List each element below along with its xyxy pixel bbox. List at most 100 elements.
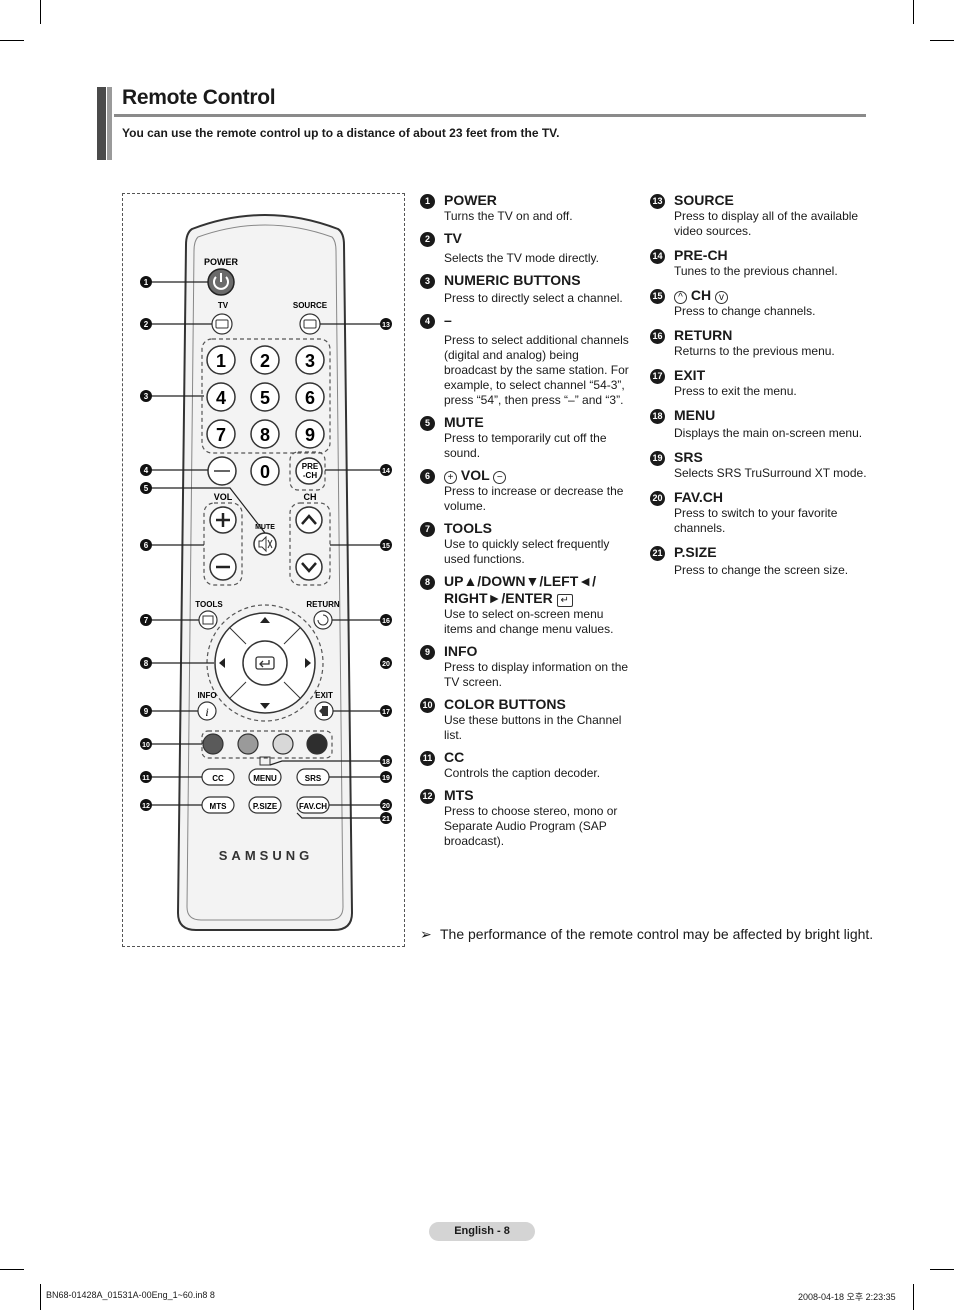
item-title: CC <box>444 749 465 765</box>
mute-button <box>253 532 277 556</box>
key-5: 5 <box>260 388 270 408</box>
item-desc: Press to choose stereo, mono or Separate… <box>444 804 618 848</box>
item-desc: Selects SRS TruSurround XT mode. <box>674 466 867 480</box>
vol-label: VOL <box>214 492 233 502</box>
item-srs: 19 SRS Selects SRS TruSurround XT mode. <box>650 449 870 481</box>
key-0: 0 <box>260 462 270 482</box>
item-title-text: CH <box>690 287 712 303</box>
item-vol: 6 + VOL − Press to increase or decrease … <box>420 467 634 514</box>
key-3: 3 <box>305 351 315 371</box>
callout-19: 19 <box>382 775 390 782</box>
tools-label: TOOLS <box>195 600 223 609</box>
callout-18: 18 <box>382 759 390 766</box>
description-column-2: 13 SOURCE Press to display all of the av… <box>650 192 870 578</box>
remote-body-inner <box>186 224 344 921</box>
exit-label: EXIT <box>315 691 333 700</box>
menu-button <box>248 768 282 786</box>
item-title: UP▲/DOWN▼/LEFT◄/ RIGHT►/ENTER ↵ <box>444 573 634 607</box>
callout-1: 1 <box>144 278 149 287</box>
item-number: 12 <box>420 789 435 804</box>
color-button-3 <box>272 733 294 755</box>
item-number: 2 <box>420 232 435 247</box>
mts-label: MTS <box>210 802 228 811</box>
item-desc: Use to select on-screen menu items and c… <box>444 607 614 636</box>
crop-mark <box>930 40 954 41</box>
crop-mark <box>0 1269 24 1270</box>
item-title: FAV.CH <box>674 489 724 505</box>
note-arrow-icon: ➢ <box>420 926 432 942</box>
remote-illustration-frame <box>122 193 405 947</box>
callout-12: 12 <box>142 803 150 810</box>
callout-3: 3 <box>144 392 149 401</box>
item-title: POWER <box>444 192 497 208</box>
item-psize: 21 P.SIZE Press to change the screen siz… <box>650 544 870 578</box>
minus-icon: − <box>493 471 507 484</box>
numeric-keys: 1 2 3 4 5 6 7 8 9 <box>206 345 325 449</box>
info-label: INFO <box>197 691 216 700</box>
menu-label: MENU <box>253 774 277 783</box>
item-title: MENU <box>674 407 716 423</box>
title-rule <box>114 114 866 117</box>
item-number: 3 <box>420 274 435 289</box>
info-icon: i <box>205 705 208 719</box>
color-button-2 <box>237 733 259 755</box>
crop-mark <box>930 1269 954 1270</box>
item-tv: 2 TV Selects the TV mode directly. <box>420 230 634 266</box>
item-desc: Press to exit the menu. <box>674 384 797 398</box>
callout-7: 7 <box>144 616 149 625</box>
psize-label: P.SIZE <box>253 802 278 811</box>
callout-14: 14 <box>382 468 390 475</box>
item-title: SRS <box>674 449 703 465</box>
item-title: COLOR BUTTONS <box>444 696 566 712</box>
item-number: 9 <box>420 645 435 660</box>
dpad-down-arrow <box>260 703 270 709</box>
item-navigation: 8 UP▲/DOWN▼/LEFT◄/ RIGHT►/ENTER ↵ Use to… <box>420 573 634 637</box>
callout-20a: 20 <box>382 661 390 668</box>
cc-label: CC <box>212 774 224 783</box>
description-column-1: 1 POWER Turns the TV on and off. 2 TV Se… <box>420 192 634 849</box>
item-number: 14 <box>650 249 665 264</box>
enter-icon <box>255 656 275 670</box>
callout-15: 15 <box>382 543 390 550</box>
callout-5: 5 <box>144 484 149 493</box>
item-title: SOURCE <box>674 192 734 208</box>
item-ch: 15 ^ CH v Press to change channels. <box>650 287 870 319</box>
prech-label: PRE <box>302 462 319 471</box>
callout-6: 6 <box>144 541 149 550</box>
item-number: 21 <box>650 546 665 561</box>
item-desc: Press to display information on the TV s… <box>444 660 629 689</box>
item-source: 13 SOURCE Press to display all of the av… <box>650 192 870 239</box>
crop-mark <box>913 0 914 24</box>
color-button-4 <box>306 733 328 755</box>
item-number: 20 <box>650 491 665 506</box>
item-menu: 18 MENU Displays the main on-screen menu… <box>650 407 870 441</box>
callout-20b: 20 <box>382 803 390 810</box>
title-accent-bar <box>97 87 106 160</box>
item-mts: 12 MTS Press to choose stereo, mono or S… <box>420 787 634 849</box>
item-number: 16 <box>650 329 665 344</box>
key-7: 7 <box>216 425 226 445</box>
callout-11: 11 <box>142 775 150 782</box>
item-desc: Press to increase or decrease the volume… <box>444 484 624 513</box>
item-mute: 5 MUTE Press to temporarily cut off the … <box>420 414 634 461</box>
callout-9: 9 <box>144 707 149 716</box>
crop-mark <box>40 1284 41 1310</box>
item-title: PRE-CH <box>674 247 728 263</box>
item-desc: Selects the TV mode directly. <box>444 251 599 265</box>
item-title-text: UP▲/DOWN▼/LEFT◄/ RIGHT►/ENTER <box>444 573 597 606</box>
item-title-text: VOL <box>460 467 490 483</box>
color-buttons-outline <box>201 730 333 759</box>
key-9: 9 <box>305 425 315 445</box>
item-title: EXIT <box>674 367 706 383</box>
item-color-buttons: 10 COLOR BUTTONS Use these buttons in th… <box>420 696 634 743</box>
psize-button <box>248 796 282 814</box>
srs-label: SRS <box>305 774 322 783</box>
item-title: ^ CH v <box>674 287 870 304</box>
ch-outline <box>289 502 331 586</box>
ch-up-icon: ^ <box>674 291 687 304</box>
tools-button <box>198 610 218 630</box>
item-title: P.SIZE <box>674 544 717 560</box>
item-power: 1 POWER Turns the TV on and off. <box>420 192 634 224</box>
ch-label: CH <box>304 492 317 502</box>
item-favch: 20 FAV.CH Press to switch to your favori… <box>650 489 870 536</box>
